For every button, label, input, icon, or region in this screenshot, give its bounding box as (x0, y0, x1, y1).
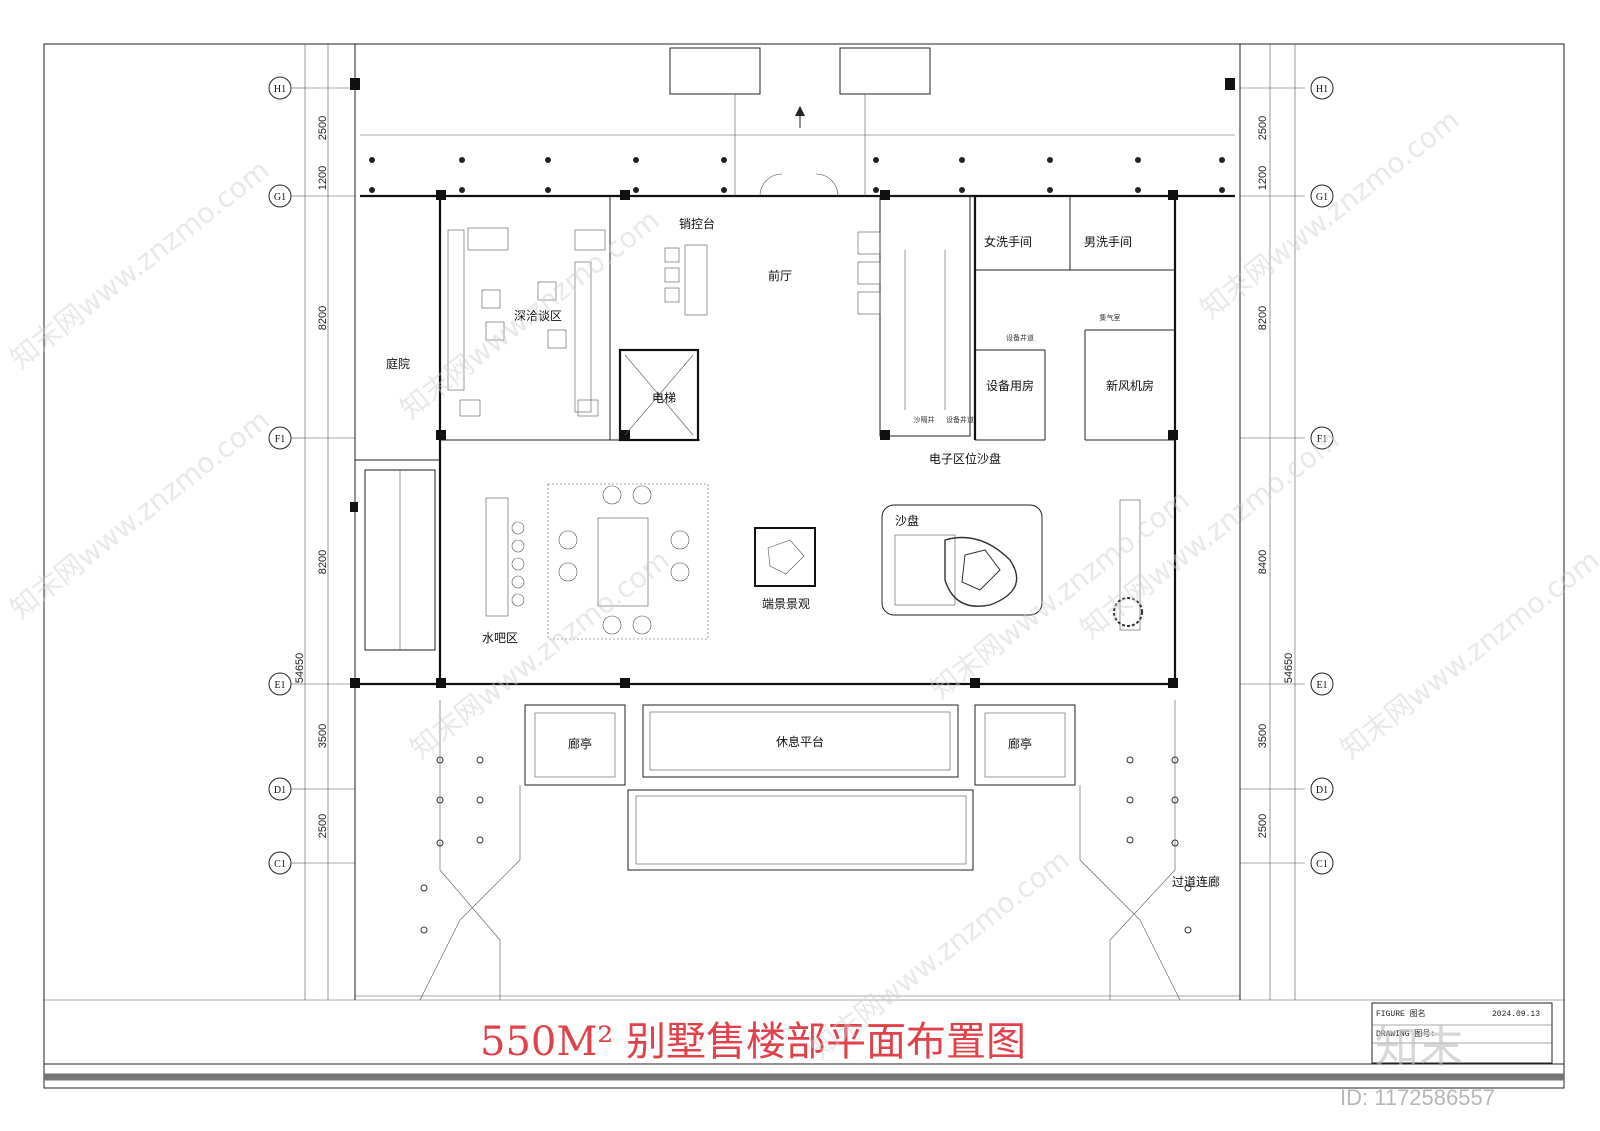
dim-right-8400: 8400 (1257, 550, 1269, 574)
label-sandtable: 沙盘 (895, 513, 919, 528)
left-grid-axis (268, 44, 355, 1000)
dim-left-8200: 8200 (317, 306, 329, 330)
label-pavilion-left: 廊亭 (568, 736, 592, 751)
title-block (1371, 1002, 1553, 1064)
label-pavilion-right: 廊亭 (1008, 736, 1032, 751)
watermark-brand: 知末 (1375, 1022, 1463, 1073)
title-block-drawing: DRAWING 图号: (1376, 1029, 1435, 1039)
label-womens-wc: 女洗手间 (984, 234, 1032, 249)
label-fresh-small: 集气室 (1100, 313, 1121, 322)
watermark-text-3: 知末网www.znzmo.com (404, 543, 676, 765)
label-equip-shaft-2: 沙隔井 (914, 415, 935, 424)
grid-label-right-h1: H1 (1316, 84, 1328, 95)
right-planter (1119, 499, 1141, 631)
watermark-text-1: 知末网www.znzmo.com (4, 153, 276, 375)
grid-label-right-c1: C1 (1316, 859, 1328, 870)
title-block-figure: FIGURE 图名 (1376, 1008, 1426, 1019)
label-equipment: 设备用房 (986, 378, 1034, 393)
label-end-landscape: 端景景观 (762, 597, 810, 611)
grid-label-left-g1: G1 (274, 192, 286, 203)
title-block-date: 2024.09.13 (1492, 1010, 1540, 1019)
building-walls (354, 44, 1241, 1000)
dim-left-total: 54650 (294, 653, 306, 684)
label-negotiation: 深洽谈区 (514, 309, 562, 323)
dim-right-total: 54650 (1283, 653, 1295, 684)
label-lobby: 前厅 (768, 268, 792, 283)
label-elevator: 电梯 (652, 391, 676, 405)
sandtable-model (881, 504, 1043, 616)
sales-desk-furniture (664, 231, 881, 316)
canopy-posts (369, 157, 1225, 193)
grid-label-right-e1: E1 (1316, 680, 1327, 691)
elevator-shaft (624, 354, 694, 436)
label-sales-desk: 销控台 (679, 216, 715, 231)
dim-left-2500b: 2500 (317, 814, 329, 838)
dim-right-8200: 8200 (1257, 306, 1269, 330)
watermark-text-8: 知末网www.znzmo.com (1334, 543, 1600, 765)
dim-left-8400: 8200 (317, 550, 329, 574)
watermark-text-7: 知末网www.znzmo.com (1194, 103, 1466, 325)
label-equip-shaft-3: 设备井道 (946, 415, 974, 424)
grid-label-right-f1: F1 (1317, 434, 1328, 445)
grid-label-left-d1: D1 (274, 785, 286, 796)
grid-label-left-c1: C1 (274, 859, 286, 870)
entrance-doors (759, 106, 839, 197)
south-terrace (355, 700, 1240, 1001)
terrace-lights (420, 756, 1192, 934)
negotiation-furniture (447, 227, 606, 417)
label-water-bar: 水吧区 (482, 631, 518, 645)
dim-left-3500: 3500 (317, 724, 329, 748)
grid-label-left-f1: F1 (275, 434, 286, 445)
dim-right-3500: 3500 (1257, 724, 1269, 748)
label-corridor: 过道连廊 (1172, 874, 1220, 889)
label-electronic-sandtable: 电子区位沙盘 (929, 451, 1001, 466)
watermark-text-2: 知末网www.znzmo.com (4, 403, 276, 625)
drawing-title: 550M² 别墅售楼部平面布置图 (480, 1019, 1026, 1065)
dim-left-1200: 1200 (317, 166, 329, 190)
label-rest-platform: 休息平台 (776, 734, 824, 749)
dim-right-2500a: 2500 (1257, 116, 1269, 140)
grid-label-right-d1: D1 (1316, 785, 1328, 796)
label-mens-wc: 男洗手间 (1084, 235, 1132, 249)
dim-right-1200: 1200 (1257, 166, 1269, 190)
plant-icon (1113, 597, 1143, 627)
label-courtyard: 庭院 (386, 356, 410, 371)
grid-label-right-g1: G1 (1316, 192, 1328, 203)
meeting-table-area (547, 483, 709, 640)
right-grid-axis (1240, 44, 1334, 1000)
dim-left-2500a: 2500 (317, 116, 329, 140)
label-equip-shaft-1: 设备井道 (1006, 333, 1034, 342)
dim-right-2500b: 2500 (1257, 814, 1269, 838)
label-fresh-air: 新风机房 (1106, 378, 1154, 393)
end-landscape-icon (754, 527, 816, 587)
sheet-frame (43, 43, 1565, 1089)
left-stair (364, 469, 436, 651)
watermark-id: ID: 1172586557 (1340, 1085, 1495, 1110)
grid-label-left-h1: H1 (274, 84, 286, 95)
grid-label-left-e1: E1 (274, 680, 285, 691)
watermark-text-4: 知末网www.znzmo.com (394, 203, 666, 425)
water-bar-furniture (485, 497, 525, 617)
